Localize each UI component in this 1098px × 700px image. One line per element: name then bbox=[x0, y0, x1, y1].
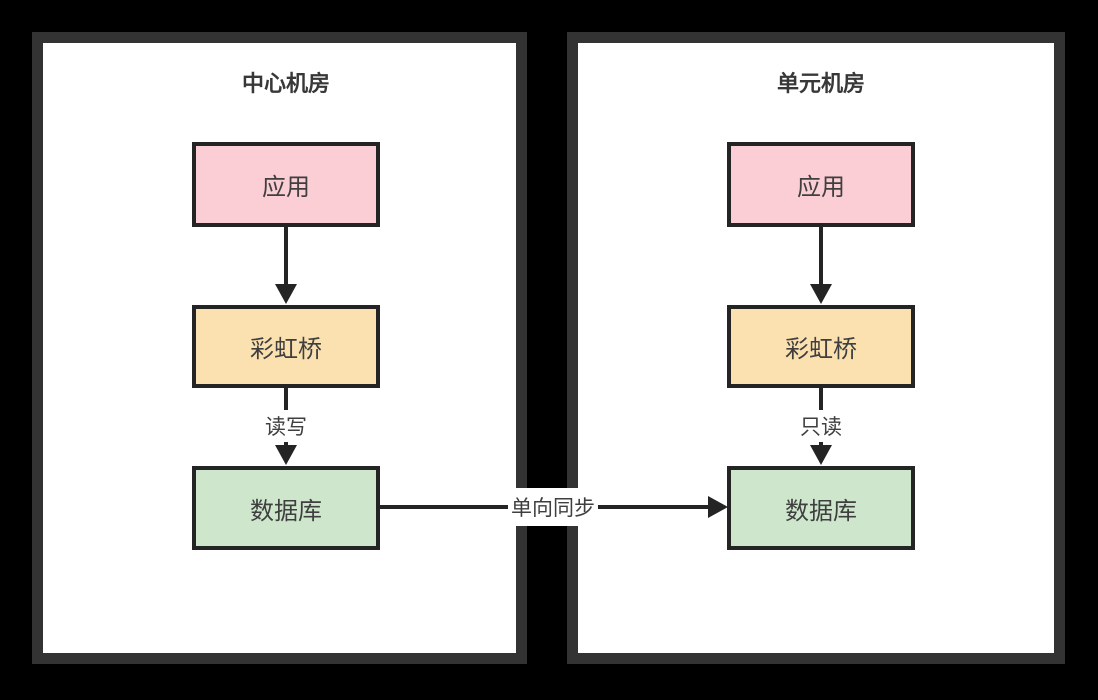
node-unit-database-label: 数据库 bbox=[785, 497, 857, 525]
node-unit-rainbow-bridge-label: 彩虹桥 bbox=[785, 336, 857, 363]
node-unit-app: 应用 bbox=[727, 142, 915, 227]
edge-label-one-way-sync: 单向同步 bbox=[508, 488, 598, 526]
node-central-database: 数据库 bbox=[192, 466, 380, 550]
node-unit-rainbow-bridge: 彩虹桥 bbox=[727, 305, 915, 388]
edge-label-read-write: 读写 bbox=[252, 410, 320, 442]
unit-room-title: 单元机房 bbox=[776, 71, 865, 96]
central-room-title: 中心机房 bbox=[241, 71, 330, 96]
node-central-rainbow-bridge-label: 彩虹桥 bbox=[250, 336, 322, 363]
node-unit-database: 数据库 bbox=[727, 466, 915, 550]
panel-central-room bbox=[32, 32, 527, 664]
node-central-app-label: 应用 bbox=[262, 174, 310, 201]
node-central-database-label: 数据库 bbox=[250, 497, 322, 525]
edge-label-read-only: 只读 bbox=[787, 410, 855, 442]
node-central-rainbow-bridge: 彩虹桥 bbox=[192, 305, 380, 388]
node-unit-app-label: 应用 bbox=[797, 174, 845, 201]
node-central-app: 应用 bbox=[192, 142, 380, 227]
